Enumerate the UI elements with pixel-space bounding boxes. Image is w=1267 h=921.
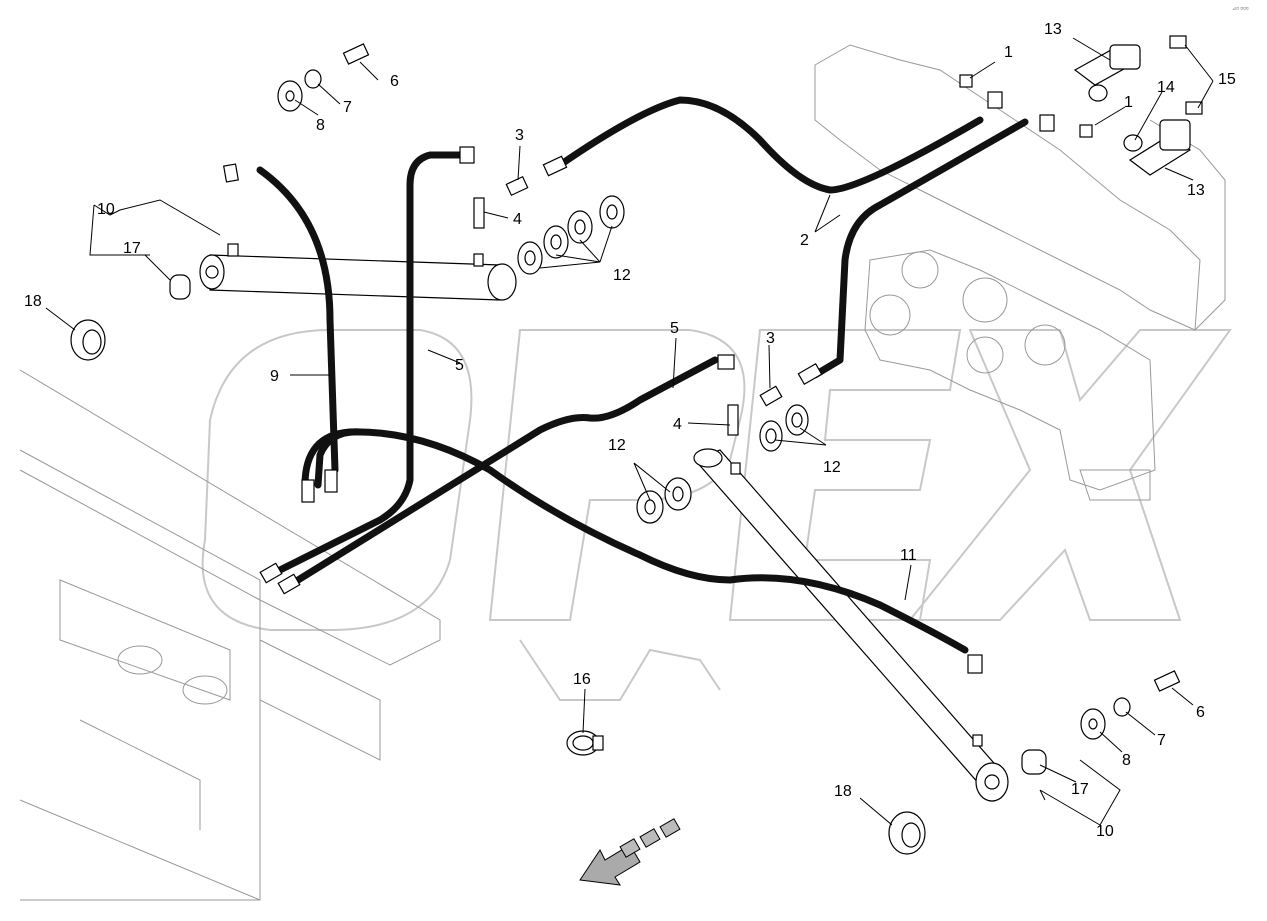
hose-2-lower [811, 118, 1029, 379]
machine-frame-left [19, 369, 441, 901]
callout-1: 1 [1124, 94, 1133, 111]
hose-5-left [266, 151, 464, 579]
hydraulic-cylinder-lower [693, 448, 1009, 802]
callout-15: 15 [1218, 71, 1236, 88]
callout-3: 3 [515, 127, 524, 144]
callout-18: 18 [24, 293, 42, 310]
callout-17: 17 [1071, 781, 1089, 798]
callout-17: 17 [123, 240, 141, 257]
hose-9 [256, 166, 339, 474]
callout-10: 10 [1096, 823, 1114, 840]
callout-6: 6 [1196, 704, 1205, 721]
callout-5: 5 [455, 357, 464, 374]
callout-13: 13 [1187, 182, 1205, 199]
callout-12: 12 [608, 437, 626, 454]
callout-4: 4 [513, 211, 522, 228]
callout-11: 11 [900, 547, 917, 564]
callout-1: 1 [1004, 44, 1013, 61]
callout-7: 7 [1157, 732, 1166, 749]
callout-5: 5 [670, 320, 679, 337]
callout-7: 7 [343, 99, 352, 116]
document-reference: ⊿¤ ¤¤¤ [1232, 6, 1249, 12]
callout-14: 14 [1157, 79, 1175, 96]
leader-lines [45, 37, 1214, 826]
direction-arrow-icon [579, 818, 681, 886]
hardware-upper-left [70, 43, 370, 361]
hose-clamp [566, 730, 604, 756]
hose-5-right [286, 356, 719, 589]
callout-8: 8 [316, 117, 325, 134]
hose-2-upper [556, 96, 984, 194]
hardware-lower-right [888, 670, 1181, 855]
callout-18: 18 [834, 783, 852, 800]
callout-12: 12 [823, 459, 841, 476]
callout-9: 9 [270, 368, 279, 385]
callout-12: 12 [613, 267, 631, 284]
callout-10: 10 [97, 201, 115, 218]
hydraulic-cylinder-upper [199, 243, 517, 301]
hose-9-lower [314, 428, 364, 489]
callout-8: 8 [1122, 752, 1131, 769]
callout-4: 4 [673, 416, 682, 433]
callout-6: 6 [390, 73, 399, 90]
callout-13: 13 [1044, 21, 1062, 38]
fittings [223, 74, 1093, 674]
callout-labels: 1 1 2 3 3 4 4 5 5 6 6 7 7 8 8 9 10 10 11… [24, 21, 1236, 840]
machine-frame-right [814, 44, 1226, 501]
callout-2: 2 [800, 232, 809, 249]
washers-12 [517, 195, 809, 524]
pins-and-bolts [1073, 35, 1203, 176]
callout-3: 3 [766, 330, 775, 347]
hoses [256, 96, 1029, 654]
callout-16: 16 [573, 671, 591, 688]
